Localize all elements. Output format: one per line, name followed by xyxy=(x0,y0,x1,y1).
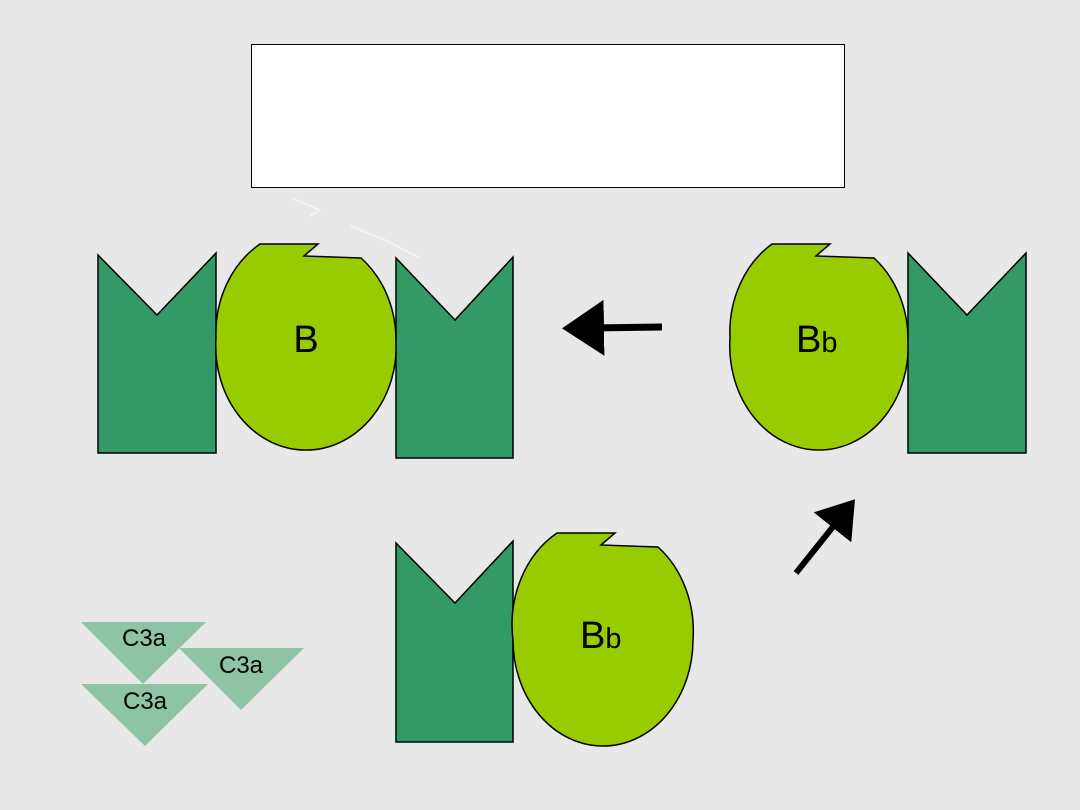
bb-label-bottom-sub: b xyxy=(605,623,621,655)
left-complex: B xyxy=(97,243,514,459)
c3b-block-left-a xyxy=(97,251,217,454)
c3b-block-left-b xyxy=(395,255,514,459)
faint-connector-lines xyxy=(291,197,421,259)
arrow-left xyxy=(562,299,663,356)
bb-oval-right xyxy=(728,243,910,451)
c3a-label-1: C3a xyxy=(122,625,167,652)
right-complex: Bb xyxy=(728,243,1027,454)
c3a-triangle-1 xyxy=(81,622,206,684)
bb-label-right-sub: b xyxy=(821,327,837,359)
bb-oval-bottom xyxy=(511,532,695,747)
factor-b-label: B xyxy=(293,319,318,361)
arrow-up-right xyxy=(793,499,855,575)
title-box xyxy=(251,44,845,188)
bb-label-right: Bb xyxy=(796,319,838,361)
bottom-complex: Bb xyxy=(395,532,695,747)
bb-label-right-main: B xyxy=(796,319,821,361)
c3a-label-3: C3a xyxy=(123,688,168,715)
factor-b-oval xyxy=(214,243,398,451)
c3b-block-right xyxy=(907,251,1027,454)
c3b-block-bottom xyxy=(395,539,514,743)
c3a-triangle-2 xyxy=(179,648,304,710)
arrows xyxy=(562,299,855,575)
c3a-label-2: C3a xyxy=(219,652,264,679)
bb-label-bottom: Bb xyxy=(580,615,622,657)
bb-label-bottom-main: B xyxy=(580,615,605,657)
c3a-fragments: C3a C3a C3a xyxy=(81,622,304,746)
c3a-triangle-3 xyxy=(81,684,208,746)
